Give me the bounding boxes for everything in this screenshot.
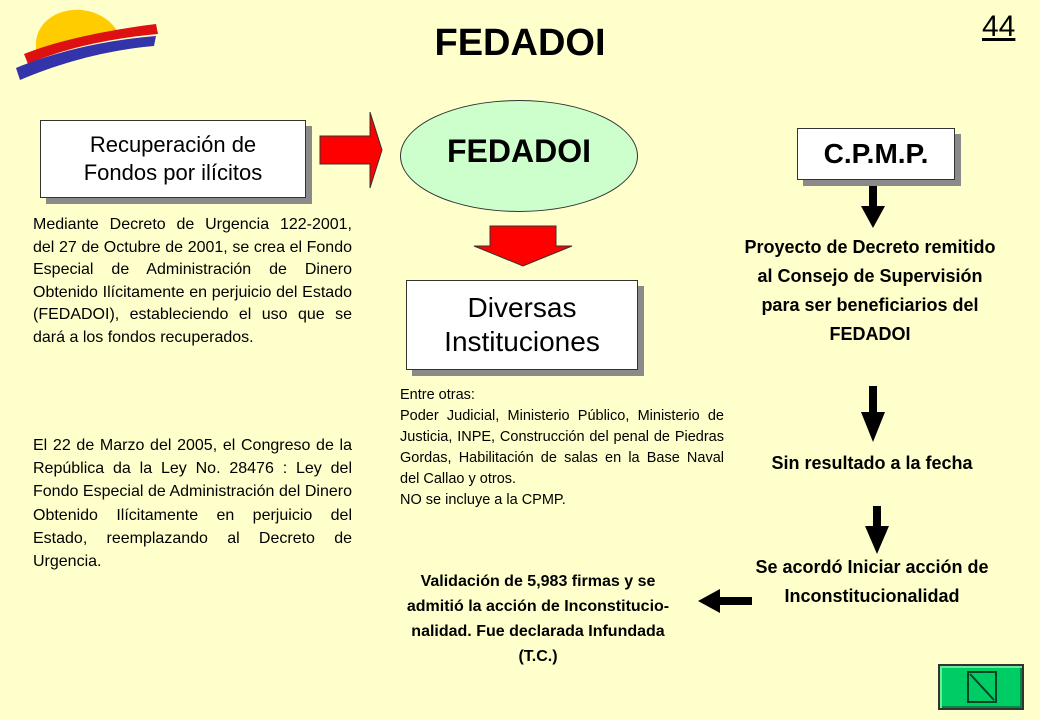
note-heading: Entre otras: [400,387,475,403]
decreto-paragraph: Mediante Decreto de Urgencia 122-2001, d… [33,216,352,346]
validacion-step: Validación de 5,983 firmas y se admitió … [406,573,670,665]
page-number[interactable]: 44 [982,10,1016,43]
page-title: FEDADOI [434,22,606,64]
sun-stripes-logo-icon [16,9,158,80]
red-right-arrow [319,111,383,189]
note-footer: NO se incluye a la CPMP. [400,492,566,508]
black-down-arrow-3 [865,506,889,554]
recuperacion-box: Recuperación de Fondos por ilícitos [40,120,306,198]
black-left-arrow [698,589,752,613]
diversas-line-2: Instituciones [444,326,600,357]
diversas-instituciones-box: Diversas Instituciones [406,280,638,370]
red-down-arrow [473,225,573,267]
ley-paragraph: El 22 de Marzo del 2005, el Congreso de … [33,437,352,571]
next-slide-icon [967,671,997,703]
fedadoi-ellipse: FEDADOI [400,100,638,212]
fedadoi-label: FEDADOI [447,132,591,169]
next-slide-button[interactable] [938,664,1024,710]
cpmp-label: C.P.M.P. [823,138,929,169]
black-down-arrow-1 [861,180,885,228]
recuperacion-line-2: Fondos por ilícitos [83,160,263,185]
cpmp-box: C.P.M.P. [797,128,955,180]
recuperacion-line-1: Recuperación de [89,132,257,157]
black-down-arrow-2 [861,386,885,442]
instituciones-note: Entre otras: Poder Judicial, Ministerio … [400,385,724,511]
proyecto-step: Proyecto de Decreto remitido al Consejo … [744,237,996,344]
diversas-line-1: Diversas [467,292,577,323]
acordo-step: Se acordó Iniciar acción de Inconstituci… [755,557,989,606]
sin-resultado-step: Sin resultado a la fecha [771,453,973,473]
note-body: Poder Judicial, Ministerio Público, Mini… [400,408,724,487]
